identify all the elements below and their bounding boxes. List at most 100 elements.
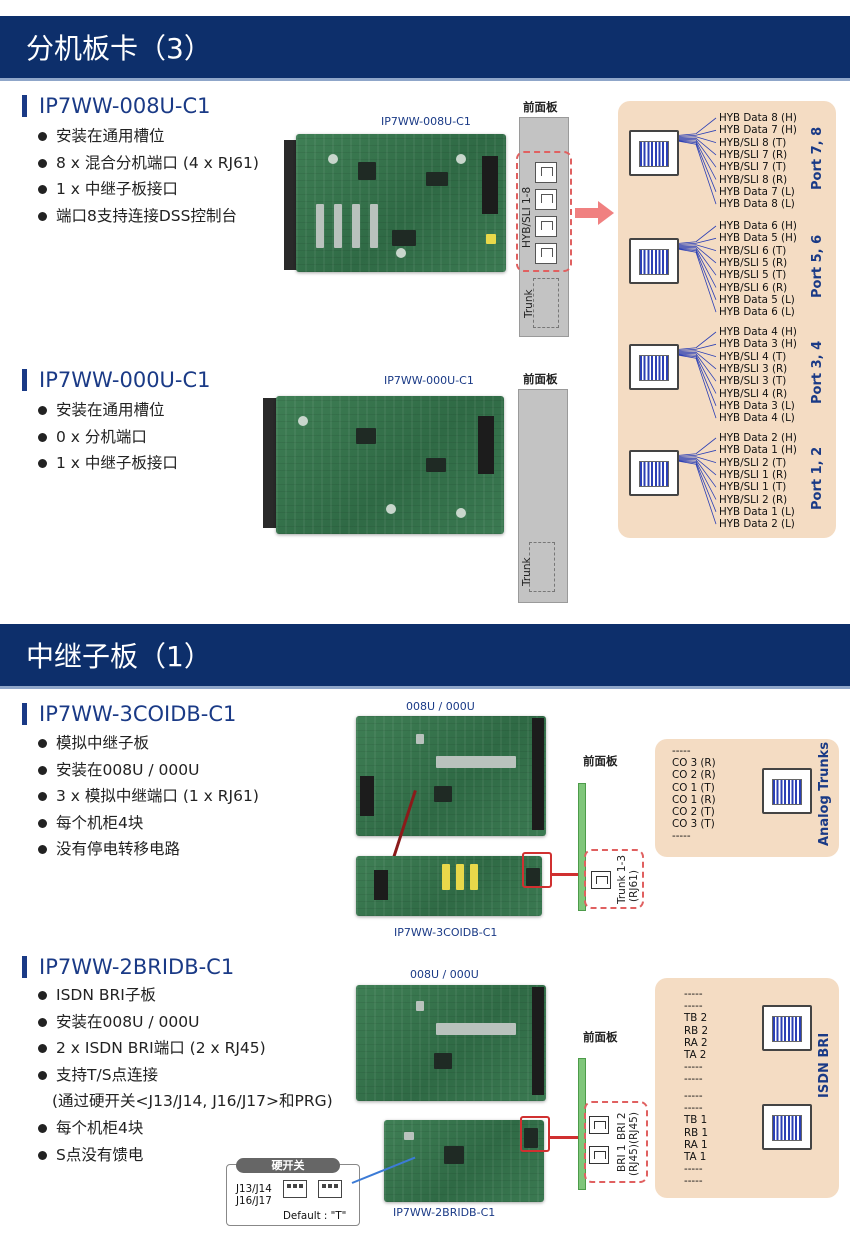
port-highlight [584, 849, 644, 909]
pin-label: HYB/SLI 1 (R) [719, 468, 788, 481]
pin-label: HYB Data 4 (L) [719, 412, 795, 425]
pin-label: RB 1 [684, 1126, 709, 1139]
feature-item: 1 x 中继子板接口 [38, 176, 259, 203]
dip-switch-icon [318, 1180, 342, 1198]
banner-divider [0, 78, 850, 81]
pin-label: HYB Data 8 (L) [719, 198, 795, 211]
pin-label: HYB Data 7 (H) [719, 124, 797, 137]
port-highlight [584, 1101, 648, 1183]
board-bracket [263, 398, 279, 528]
pinout-title-bri: ISDN BRI [817, 1032, 832, 1098]
hardware-switch-title: 硬开关 [236, 1158, 340, 1173]
feature-item: 没有停电转移电路 [38, 836, 259, 863]
pin-label: ----- [684, 1000, 703, 1013]
pin-label: HYB/SLI 4 (T) [719, 350, 787, 363]
board-caption-top: 008U / 000U [406, 700, 475, 713]
front-panel-000u [518, 389, 568, 603]
rj61-jack-icon [629, 344, 679, 390]
pin-label: HYB Data 2 (H) [719, 432, 797, 444]
panel-trunk-label: Trunk [521, 557, 533, 586]
pin-label: TA 2 [684, 1049, 707, 1061]
pin-label: TA 1 [684, 1151, 707, 1163]
pin-label: HYB/SLI 8 (T) [719, 136, 787, 149]
bri2-sub: (RJ45) [628, 1112, 640, 1144]
rj45-jack-icon [762, 1104, 812, 1150]
rj61-jack-icon [629, 450, 679, 496]
trunk-port-label: Trunk 1-3 [616, 854, 628, 904]
pin-label: HYB Data 2 (L) [719, 518, 795, 531]
feature-item: S点没有馈电 [38, 1142, 333, 1169]
port-name-label: Port 7, 8 [810, 126, 825, 190]
feature-item: ISDN BRI子板 [38, 982, 333, 1009]
board-photo-008u-host [356, 716, 546, 836]
pin-label: ----- [684, 1090, 703, 1102]
arrow-icon [550, 1136, 578, 1139]
board-caption-bottom: IP7WW-3COIDB-C1 [394, 926, 498, 939]
feature-list-2bridb: ISDN BRI子板 安装在008U / 000U 2 x ISDN BRI端口… [38, 982, 333, 1168]
bri1-sub: (RJ45) [628, 1144, 640, 1176]
model-title-3coidb: IP7WW-3COIDB-C1 [22, 703, 236, 725]
arrow-head-icon [598, 201, 614, 225]
pin-label: HYB/SLI 4 (R) [719, 387, 788, 400]
feature-item: 安装在008U / 000U [38, 1009, 333, 1036]
feature-item: 安装在008U / 000U [38, 757, 259, 784]
feature-note: (通过硬开关<J13/J14, J16/J17>和PRG) [52, 1092, 333, 1111]
board-photo-008u-host [356, 985, 546, 1101]
pin-label: HYB Data 4 (H) [719, 326, 797, 338]
front-panel-label: 前面板 [523, 372, 558, 386]
front-panel-label: 前面板 [523, 100, 558, 114]
board-caption-bottom: IP7WW-2BRIDB-C1 [393, 1206, 496, 1219]
pin-label: ----- [684, 1073, 703, 1086]
rj61-jack [535, 162, 557, 183]
pin-label: HYB Data 6 (H) [719, 220, 797, 232]
board-caption-top: 008U / 000U [410, 968, 479, 981]
feature-item: 每个机柜4块 [38, 810, 259, 837]
rj61-jack [535, 189, 557, 210]
rj61-jack [591, 871, 611, 889]
pin-label: CO 2 (T) [672, 806, 715, 818]
pin-label: HYB Data 3 (H) [719, 338, 797, 351]
front-panel-rail [578, 783, 586, 911]
feature-list-000u: 安装在通用槽位 0 x 分机端口 1 x 中继子板接口 [38, 397, 178, 477]
pin-label: ----- [684, 1061, 703, 1074]
feature-item: 模拟中继子板 [38, 730, 259, 757]
banner-divider [0, 686, 850, 689]
feature-item: 端口8支持连接DSS控制台 [38, 203, 259, 230]
pin-label: HYB/SLI 2 (T) [719, 456, 787, 469]
panel-trunk-label: Trunk [523, 289, 535, 318]
rj61-jack-icon [629, 130, 679, 176]
feature-item: 安装在通用槽位 [38, 123, 259, 150]
feature-item: 2 x ISDN BRI端口 (2 x RJ45) [38, 1035, 333, 1062]
trunk-slot [533, 278, 559, 328]
pin-label: HYB Data 7 (L) [719, 185, 795, 198]
pin-label: RA 2 [684, 1036, 708, 1049]
feature-list-3coidb: 模拟中继子板 安装在008U / 000U 3 x 模拟中继端口 (1 x RJ… [38, 730, 259, 863]
pin-label: HYB Data 1 (H) [719, 444, 797, 457]
pin-label: CO 3 (T) [672, 818, 715, 831]
pin-label: HYB/SLI 7 (R) [719, 148, 788, 161]
feature-item: 支持T/S点连接 [38, 1062, 333, 1089]
model-title-008u: IP7WW-008U-C1 [22, 95, 211, 117]
pin-label: HYB/SLI 5 (T) [719, 269, 787, 282]
model-title-2bridb: IP7WW-2BRIDB-C1 [22, 956, 234, 978]
feature-list-008u: 安装在通用槽位 8 x 混合分机端口 (4 x RJ61) 1 x 中继子板接口… [38, 123, 259, 229]
rj61-jack [535, 243, 557, 264]
switch-default: Default : "T" [283, 1210, 347, 1222]
pin-label: ----- [684, 1102, 703, 1115]
pin-label: HYB Data 5 (L) [719, 293, 795, 306]
pin-label: CO 3 (R) [672, 757, 716, 770]
board-caption-000u: IP7WW-000U-C1 [384, 374, 474, 387]
board-photo-008u [296, 134, 506, 272]
model-title-000u: IP7WW-000U-C1 [22, 369, 211, 391]
port-highlight [516, 151, 572, 272]
port-name-label: Port 3, 4 [810, 340, 825, 404]
pin-label: ----- [672, 745, 691, 757]
pin-label: HYB Data 1 (L) [719, 505, 795, 518]
port-name-label: Port 5, 6 [810, 234, 825, 298]
pin-label: HYB/SLI 3 (T) [719, 375, 787, 388]
board-bracket [284, 140, 298, 270]
pin-label: CO 2 (R) [672, 769, 716, 782]
pin-label: HYB Data 8 (H) [719, 112, 797, 124]
section-banner-extension-cards: 分机板卡（3） [0, 16, 850, 78]
board-caption-008u: IP7WW-008U-C1 [381, 115, 471, 128]
